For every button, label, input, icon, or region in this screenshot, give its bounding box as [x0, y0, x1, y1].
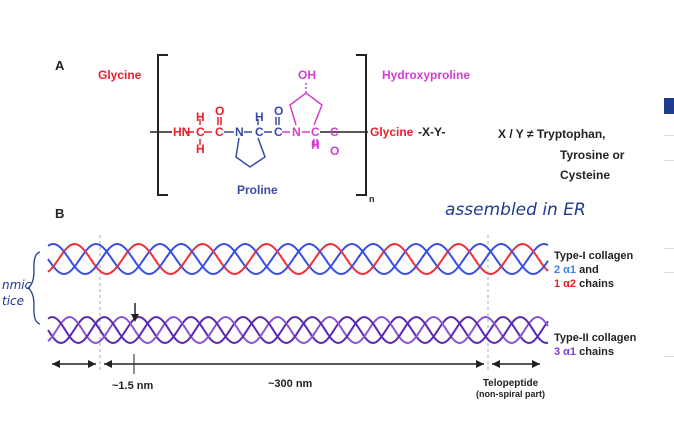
type2-chains: chains: [576, 346, 614, 358]
type2-line1: Type-II collagen: [554, 332, 637, 344]
edge-line-5: [664, 356, 674, 357]
atom-h2: H: [196, 142, 205, 156]
type1-helix: [47, 242, 549, 276]
atom-c1: C: [196, 125, 205, 139]
atom-h1: H: [196, 110, 205, 124]
type1-chains: chains: [576, 278, 614, 290]
amino-acid-structure: [150, 54, 368, 196]
panel-a-label: A: [55, 58, 65, 73]
handwritten-note: assembled in ER: [445, 200, 586, 220]
type1-label: Type-I collagen 2 α1 and 1 α2 chains: [554, 249, 633, 291]
atom-c5: C: [311, 125, 320, 139]
atom-oh: OH: [298, 68, 316, 82]
edge-mark-top: [664, 98, 674, 114]
type1-strand-a1-2: [47, 242, 549, 276]
atom-c4: C: [274, 125, 283, 139]
atom-c2: C: [215, 125, 224, 139]
edge-line-3: [664, 248, 674, 249]
type2-strand-1: [47, 316, 549, 344]
handwritten-side-2: tice: [2, 294, 25, 308]
edge-line-2: [664, 160, 674, 161]
proline-ring: [235, 137, 266, 168]
atom-hn: HN: [173, 125, 191, 139]
atom-c3: C: [255, 125, 264, 139]
type2-strand-3: [47, 315, 549, 345]
type2-line2: 3 α1 chains: [554, 345, 636, 359]
type1-strand-a2: [47, 242, 549, 276]
chain-suffix-glycine: Glycine: [370, 125, 414, 139]
type1-line2: 2 α1 and: [554, 263, 633, 277]
atom-c6: C: [330, 125, 339, 139]
type2-helix: [47, 315, 549, 345]
type2-label: Type-II collagen 3 α1 chains: [554, 331, 636, 359]
type2-strand-2: [47, 315, 549, 345]
atom-n1: N: [235, 125, 244, 139]
restriction-line1: X / Y ≠ Tryptophan,: [498, 127, 606, 141]
telopeptide-line1: Telopeptide: [482, 378, 539, 389]
restriction-line2: Tyrosine or: [560, 148, 625, 162]
helix-diagram: [26, 235, 549, 374]
atom-h4: H: [311, 138, 320, 152]
type1-line3: 1 α2 chains: [554, 277, 633, 291]
handwritten-brace: [26, 251, 41, 325]
right-bracket: [356, 54, 367, 196]
hydroxyproline-label: Hydroxyproline: [382, 68, 471, 82]
handwritten-side-1: nmic: [2, 278, 32, 292]
telopeptide-line2: (non-spiral part): [476, 389, 545, 399]
dim-small-label: ~1.5 nm: [112, 380, 154, 392]
hydroxyproline-ring: [289, 92, 323, 126]
adjacent-panel-edge: [664, 0, 674, 438]
atom-o3: O: [330, 144, 340, 158]
atom-o1: O: [215, 104, 225, 118]
type1-and: and: [576, 264, 599, 276]
panel-b-label: B: [55, 206, 65, 221]
type2-count: 3 α1: [554, 346, 577, 358]
atom-n2: N: [292, 125, 301, 139]
atom-o2: O: [274, 104, 284, 118]
type1-line1: Type-I collagen: [554, 250, 634, 262]
type1-a2-count: 1 α2: [554, 278, 577, 290]
edge-line-1: [664, 135, 674, 136]
telopeptide-label: Telopeptide (non-spiral part): [476, 378, 545, 400]
subscript-n: n: [369, 194, 375, 204]
left-bracket: [157, 54, 168, 196]
dim-large-label: ~300 nm: [268, 378, 313, 390]
edge-line-4: [664, 272, 674, 273]
type1-a1-count: 2 α1: [554, 264, 577, 276]
atom-h3: H: [255, 110, 264, 124]
restriction-line3: Cysteine: [560, 168, 611, 182]
chain-suffix-xy: -X-Y-: [418, 125, 446, 139]
proline-label: Proline: [237, 183, 278, 197]
glycine-label: Glycine: [98, 68, 142, 82]
